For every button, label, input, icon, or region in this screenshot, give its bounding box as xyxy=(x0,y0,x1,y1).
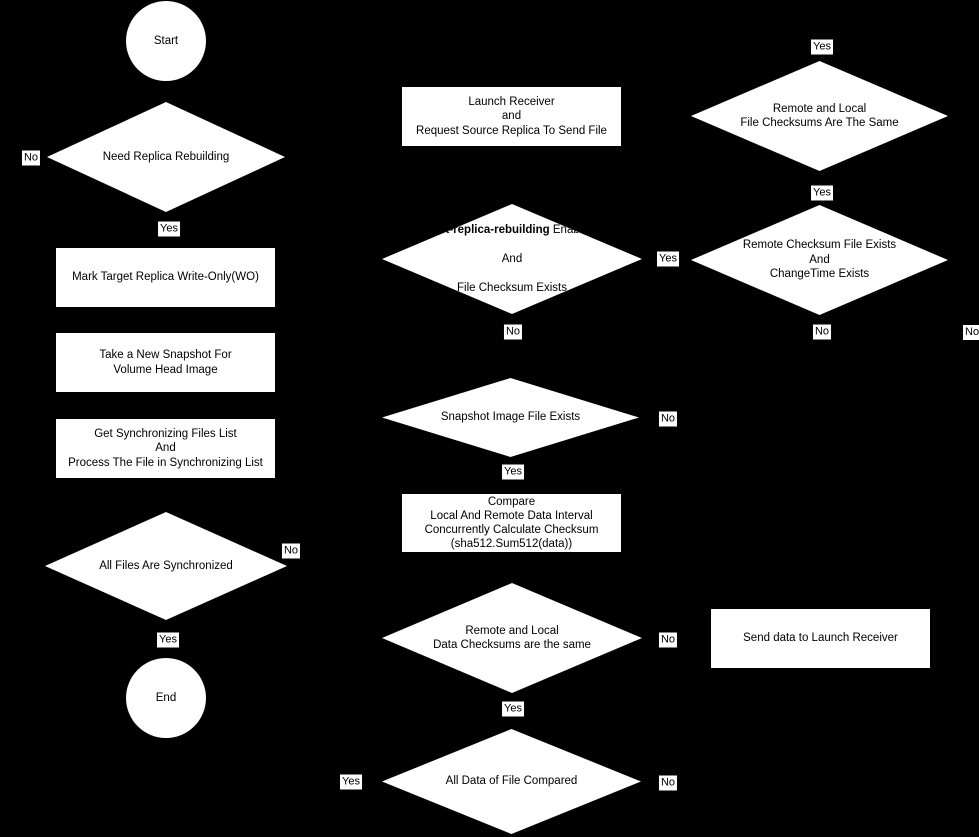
fast-replica-line1: fast-replica-rebuilding Enabled xyxy=(429,223,595,238)
process-get-sync-files-list: Get Synchronizing Files List And Process… xyxy=(56,419,275,478)
edge-label-yes-snapshot: Yes xyxy=(502,464,524,480)
decision-fast-replica-rebuilding: fast-replica-rebuilding Enabled And File… xyxy=(382,204,642,314)
edge-label-no-remote-checksum: No xyxy=(812,324,832,340)
process-take-new-snapshot-label: Take a New Snapshot For Volume Head Imag… xyxy=(99,349,232,376)
decision-all-data-compared: All Data of File Compared xyxy=(382,729,641,834)
process-send-data: Send data to Launch Receiver xyxy=(711,609,930,668)
edge-label-no-snapshot: No xyxy=(658,411,678,427)
process-get-sync-files-list-label: Get Synchronizing Files List And Process… xyxy=(68,427,263,469)
edge-label-yes-need-replica: Yes xyxy=(158,221,180,237)
end-node-label: End xyxy=(155,691,177,704)
decision-file-checksums-same-label: Remote and Local File Checksums Are The … xyxy=(740,102,899,130)
decision-remote-checksum-exists: Remote Checksum File Exists And ChangeTi… xyxy=(691,205,948,315)
fast-replica-flag-name: fast-replica-rebuilding xyxy=(428,223,550,236)
process-compare-checksum: Compare Local And Remote Data Interval C… xyxy=(402,494,621,552)
decision-all-data-compared-label: All Data of File Compared xyxy=(445,775,578,788)
process-launch-receiver: Launch Receiver and Request Source Repli… xyxy=(402,87,621,146)
edge-label-yes-file-checksums: Yes xyxy=(811,185,833,201)
decision-all-files-synchronized: All Files Are Synchronized xyxy=(45,512,287,620)
process-send-data-label: Send data to Launch Receiver xyxy=(743,632,898,645)
decision-need-replica-rebuilding: Need Replica Rebuilding xyxy=(47,102,285,212)
fast-replica-line3: File Checksum Exists xyxy=(457,281,567,294)
decision-data-checksums-same-label: Remote and Local Data Checksums are the … xyxy=(433,624,591,652)
decision-data-checksums-same: Remote and Local Data Checksums are the … xyxy=(382,583,642,693)
process-mark-target-replica: Mark Target Replica Write-Only(WO) xyxy=(56,248,275,307)
decision-need-replica-rebuilding-label: Need Replica Rebuilding xyxy=(102,150,230,163)
edge-label-no-far-right: No xyxy=(963,325,979,340)
edge-label-no-fast-replica: No xyxy=(503,324,523,340)
process-take-new-snapshot: Take a New Snapshot For Volume Head Imag… xyxy=(56,333,275,392)
process-mark-target-replica-label: Mark Target Replica Write-Only(WO) xyxy=(72,271,259,284)
edge-label-yes-top-right: Yes xyxy=(811,39,833,55)
decision-fast-replica-rebuilding-label: fast-replica-rebuilding Enabled And File… xyxy=(429,208,595,310)
decision-all-files-synchronized-label: All Files Are Synchronized xyxy=(99,559,233,572)
edge-label-no-all-files: No xyxy=(281,543,301,559)
fast-replica-line1-rest: Enabled xyxy=(549,223,596,236)
fast-replica-line2: And xyxy=(501,252,523,265)
edge-label-yes-all-files: Yes xyxy=(157,632,179,648)
start-node-label: Start xyxy=(153,34,179,47)
edge-label-no-data-checksums: No xyxy=(658,632,678,648)
edge-label-no-need-replica: No xyxy=(21,150,41,166)
process-compare-checksum-label: Compare Local And Remote Data Interval C… xyxy=(424,496,599,550)
edge-label-yes-all-data: Yes xyxy=(340,774,362,790)
edge-label-yes-data-checksums: Yes xyxy=(502,701,524,717)
end-node: End xyxy=(126,658,206,738)
start-node: Start xyxy=(126,1,206,81)
edge-label-no-all-data: No xyxy=(658,775,678,791)
decision-snapshot-image-exists: Snapshot Image File Exists xyxy=(382,378,639,457)
decision-snapshot-image-exists-label: Snapshot Image File Exists xyxy=(440,411,581,424)
decision-remote-checksum-exists-label: Remote Checksum File Exists And ChangeTi… xyxy=(742,239,897,281)
edge-label-yes-fast-replica: Yes xyxy=(657,251,679,267)
process-launch-receiver-label: Launch Receiver and Request Source Repli… xyxy=(416,95,607,137)
decision-file-checksums-same: Remote and Local File Checksums Are The … xyxy=(691,61,948,171)
